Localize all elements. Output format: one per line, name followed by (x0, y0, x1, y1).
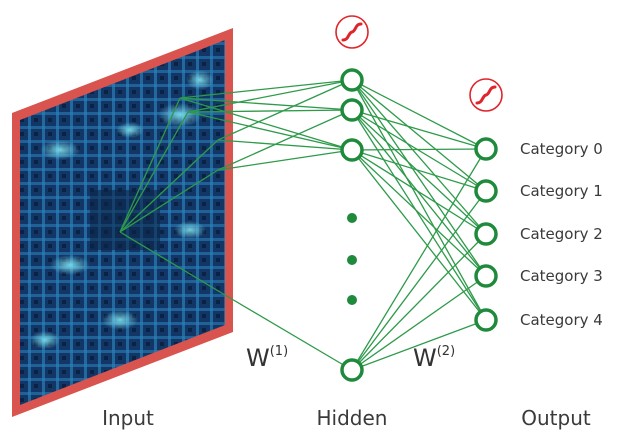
hidden-node (340, 68, 364, 92)
sigmoid-icon (469, 78, 503, 112)
hidden-node (340, 358, 364, 382)
hidden-node (340, 98, 364, 122)
input-image (12, 28, 233, 417)
hidden-to-output-edges (351, 79, 487, 371)
category-label: Category 4 (520, 311, 603, 329)
hidden-node (340, 138, 364, 162)
category-label: Category 0 (520, 140, 603, 158)
output-layer (474, 137, 498, 332)
output-node (474, 308, 498, 332)
ellipsis-dot (347, 255, 357, 265)
hidden-layer (340, 68, 364, 382)
weight-label-w1: W(1) (246, 344, 288, 372)
input-layer-label: Input (102, 406, 154, 430)
output-layer-label: Output (521, 406, 591, 430)
output-node (474, 137, 498, 161)
output-node (474, 179, 498, 203)
hidden-layer-label: Hidden (317, 406, 388, 430)
ellipsis-dot (347, 213, 357, 223)
output-node (474, 264, 498, 288)
output-node (474, 222, 498, 246)
input-to-hidden-edges (119, 79, 353, 371)
sigmoid-icon (335, 15, 369, 49)
weight-label-w2: W(2) (413, 344, 455, 372)
category-label: Category 1 (520, 182, 603, 200)
category-label: Category 3 (520, 267, 603, 285)
category-label: Category 2 (520, 225, 603, 243)
ellipsis-dot (347, 295, 357, 305)
